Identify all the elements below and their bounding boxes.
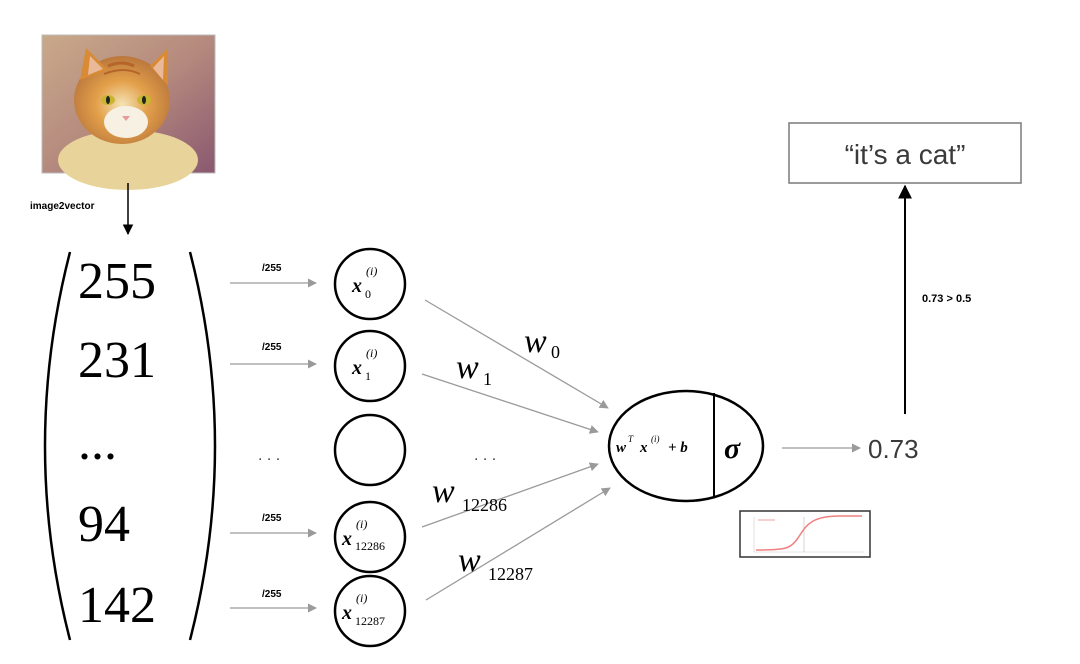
svg-text:0: 0 [551, 342, 560, 362]
left-parenthesis [43, 251, 72, 641]
input-node-x12286: x (i) 12286 [333, 500, 407, 574]
divide-label-0: /255 [262, 263, 282, 274]
sigma-symbol: σ [724, 432, 741, 465]
svg-text:12287: 12287 [488, 564, 533, 584]
middle-dots-right: . . . [474, 447, 496, 464]
weight-label-w12287: w 12287 [458, 542, 533, 584]
svg-text:x: x [351, 275, 362, 297]
divide-label-2: /255 [262, 513, 282, 524]
neuron-plus-b: + b [668, 440, 688, 456]
image2vector-label: image2vector [30, 201, 95, 212]
svg-text:0: 0 [365, 287, 371, 301]
svg-text:1: 1 [365, 369, 371, 383]
neuron-T: T [628, 434, 634, 444]
weight-line-w1 [421, 373, 599, 434]
weight-line-w0 [424, 299, 609, 409]
svg-text:1: 1 [483, 369, 492, 389]
svg-text:x: x [341, 528, 352, 550]
divide-label-3: /255 [262, 589, 282, 600]
result-box [788, 122, 1022, 184]
vector-value-0: 255 [78, 253, 156, 310]
weight-line-w12286 [421, 462, 599, 528]
weight-label-w0: w 0 [524, 323, 560, 362]
neuron-x-sup: (i) [651, 434, 660, 444]
svg-text:w: w [524, 323, 547, 360]
input-node-empty [333, 413, 407, 487]
threshold-label: 0.73 > 0.5 [922, 293, 971, 305]
divide-label-1: /255 [262, 342, 282, 353]
weight-line-w12287 [425, 487, 611, 601]
middle-dots-left: . . . [258, 447, 280, 464]
svg-text:12287: 12287 [355, 614, 385, 628]
input-node-x1: x (i) 1 [333, 329, 407, 403]
svg-text:x: x [351, 357, 362, 379]
svg-text:(i): (i) [366, 346, 377, 360]
svg-text:w: w [456, 349, 479, 386]
svg-text:w: w [432, 473, 455, 510]
input-node-x12287: x (i) 12287 [333, 574, 407, 648]
vector-value-1: 231 [78, 332, 156, 389]
vector-value-ellipsis: ... [78, 414, 117, 471]
weight-label-w12286: w 12286 [432, 473, 507, 515]
svg-text:12286: 12286 [462, 495, 507, 515]
neuron-x: x [639, 440, 648, 456]
svg-text:(i): (i) [356, 591, 367, 605]
neuron-unit: w T x (i) + b σ [607, 389, 765, 503]
neuron-w: w [616, 440, 627, 456]
output-value: 0.73 [868, 434, 919, 464]
input-node-x0: x (i) 0 [333, 247, 407, 321]
weight-label-w1: w 1 [456, 349, 492, 389]
vector-value-4: 142 [78, 577, 156, 634]
svg-text:w: w [458, 542, 481, 579]
result-text: “it’s a cat” [845, 139, 966, 170]
right-parenthesis [188, 251, 217, 641]
svg-text:(i): (i) [366, 264, 377, 278]
svg-text:x: x [341, 602, 352, 624]
svg-text:12286: 12286 [355, 539, 385, 553]
sigmoid-thumbnail [739, 510, 871, 558]
svg-text:(i): (i) [356, 517, 367, 531]
cat-image [41, 34, 216, 190]
vector-value-3: 94 [78, 496, 130, 553]
